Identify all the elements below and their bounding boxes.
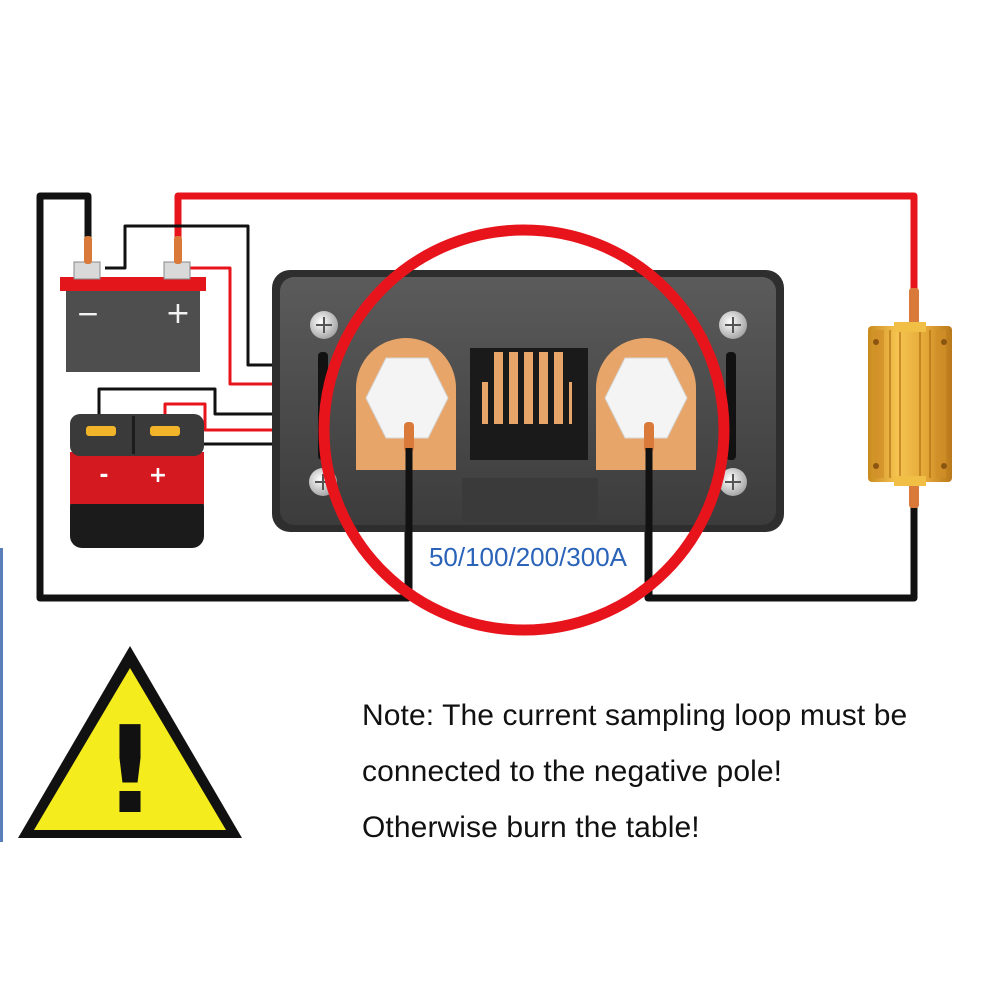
warning-icon: ! bbox=[18, 646, 242, 841]
note-line-2: connected to the negative pole! bbox=[362, 755, 783, 788]
lead-acid-battery: − + bbox=[60, 236, 206, 372]
note-line-1: Note: The current sampling loop must be bbox=[362, 699, 908, 732]
signal-wires bbox=[97, 224, 292, 446]
shunt-leads bbox=[405, 448, 653, 600]
screw-icon bbox=[310, 311, 338, 339]
shunt-terminal-right bbox=[596, 338, 696, 470]
shunt-bars bbox=[470, 348, 588, 460]
lead-acid-negative-symbol: − bbox=[76, 297, 99, 330]
warning-note: Note: The current sampling loop must be … bbox=[362, 688, 992, 856]
positive-wire bbox=[174, 192, 918, 292]
lead-acid-positive-symbol: + bbox=[165, 296, 190, 331]
shunt-terminal-left bbox=[356, 338, 456, 470]
cell-battery: - + bbox=[70, 414, 204, 548]
meter-module bbox=[272, 270, 784, 532]
shunt-range-label: 50/100/200/300A bbox=[429, 542, 628, 572]
note-line-3: Otherwise burn the table! bbox=[362, 811, 700, 844]
screw-icon bbox=[719, 468, 747, 496]
warning-exclamation: ! bbox=[103, 702, 158, 841]
left-edge-line bbox=[0, 548, 3, 842]
cell-positive-symbol: + bbox=[149, 463, 167, 488]
highlight-circle bbox=[318, 224, 730, 636]
screw-icon bbox=[719, 311, 747, 339]
power-resistor bbox=[868, 288, 952, 508]
cell-negative-symbol: - bbox=[99, 463, 108, 488]
